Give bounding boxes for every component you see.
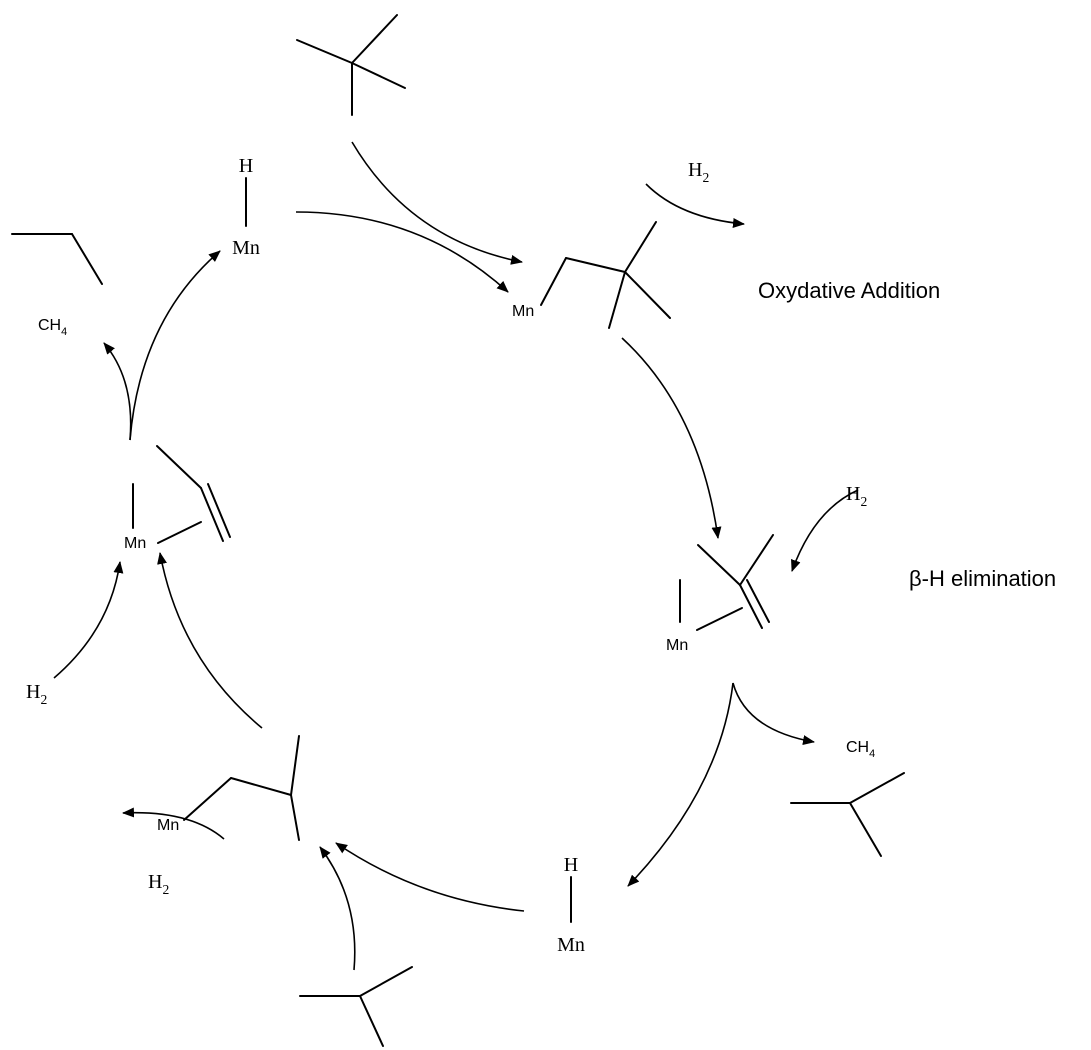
atom-mn: Mn (666, 637, 688, 654)
ethane-fragment (11, 233, 103, 285)
atom-mn: Mn (124, 535, 146, 552)
arrow-mnh-to-neopentyl (295, 211, 509, 293)
atom-h: H (564, 854, 578, 876)
arrow-complex-to-mnh (627, 682, 734, 887)
mn-isobutyl: Mn (157, 735, 300, 841)
neopentane-top (296, 14, 406, 116)
h2-label-right: H2 (846, 483, 867, 509)
propane-bottom (299, 966, 413, 1047)
arrow-h2-in-right (791, 489, 859, 572)
arrow-propane-in (319, 846, 356, 971)
mn-neopentyl: Mn (512, 221, 671, 329)
atom-mn: Mn (232, 237, 260, 259)
mn-isobutylene-complex: Mn (666, 534, 774, 654)
arrow-complex-to-mnh-top (129, 250, 221, 441)
atom-mn: Mn (157, 817, 179, 834)
h2-label-left: H2 (26, 681, 47, 707)
mn-hydride-bottom: H Mn (557, 854, 585, 956)
arrow-isobutyl-to-complex (157, 552, 263, 729)
arrow-ch4-out-left (103, 342, 132, 441)
h2-label-top: H2 (688, 159, 709, 185)
atom-mn: Mn (512, 303, 534, 320)
methane-label-left: CH4 (38, 317, 67, 338)
reaction-arrows (53, 141, 859, 971)
h2-label-bottom-left: H2 (148, 871, 169, 897)
arrow-neopentyl-to-complex (621, 337, 722, 539)
mn-propylene-complex: Mn (124, 445, 231, 552)
arrow-h2-out-top (645, 183, 745, 228)
oxidative-addition-label: Oxydative Addition (758, 278, 940, 303)
propane-right (790, 772, 905, 857)
arrow-h2-in-left (53, 561, 124, 679)
methane-label-right: CH4 (846, 739, 875, 760)
arrow-neopentane-in (351, 141, 523, 265)
mn-hydride-top: H Mn (232, 155, 260, 259)
atom-mn: Mn (557, 934, 585, 956)
arrow-mnh-to-isobutyl (335, 842, 525, 912)
arrow-h2-out-bottom-left (122, 807, 225, 840)
arrow-ch4-out-right (732, 682, 815, 746)
atom-h: H (239, 155, 253, 177)
beta-h-elimination-label: β-H elimination (909, 566, 1056, 591)
